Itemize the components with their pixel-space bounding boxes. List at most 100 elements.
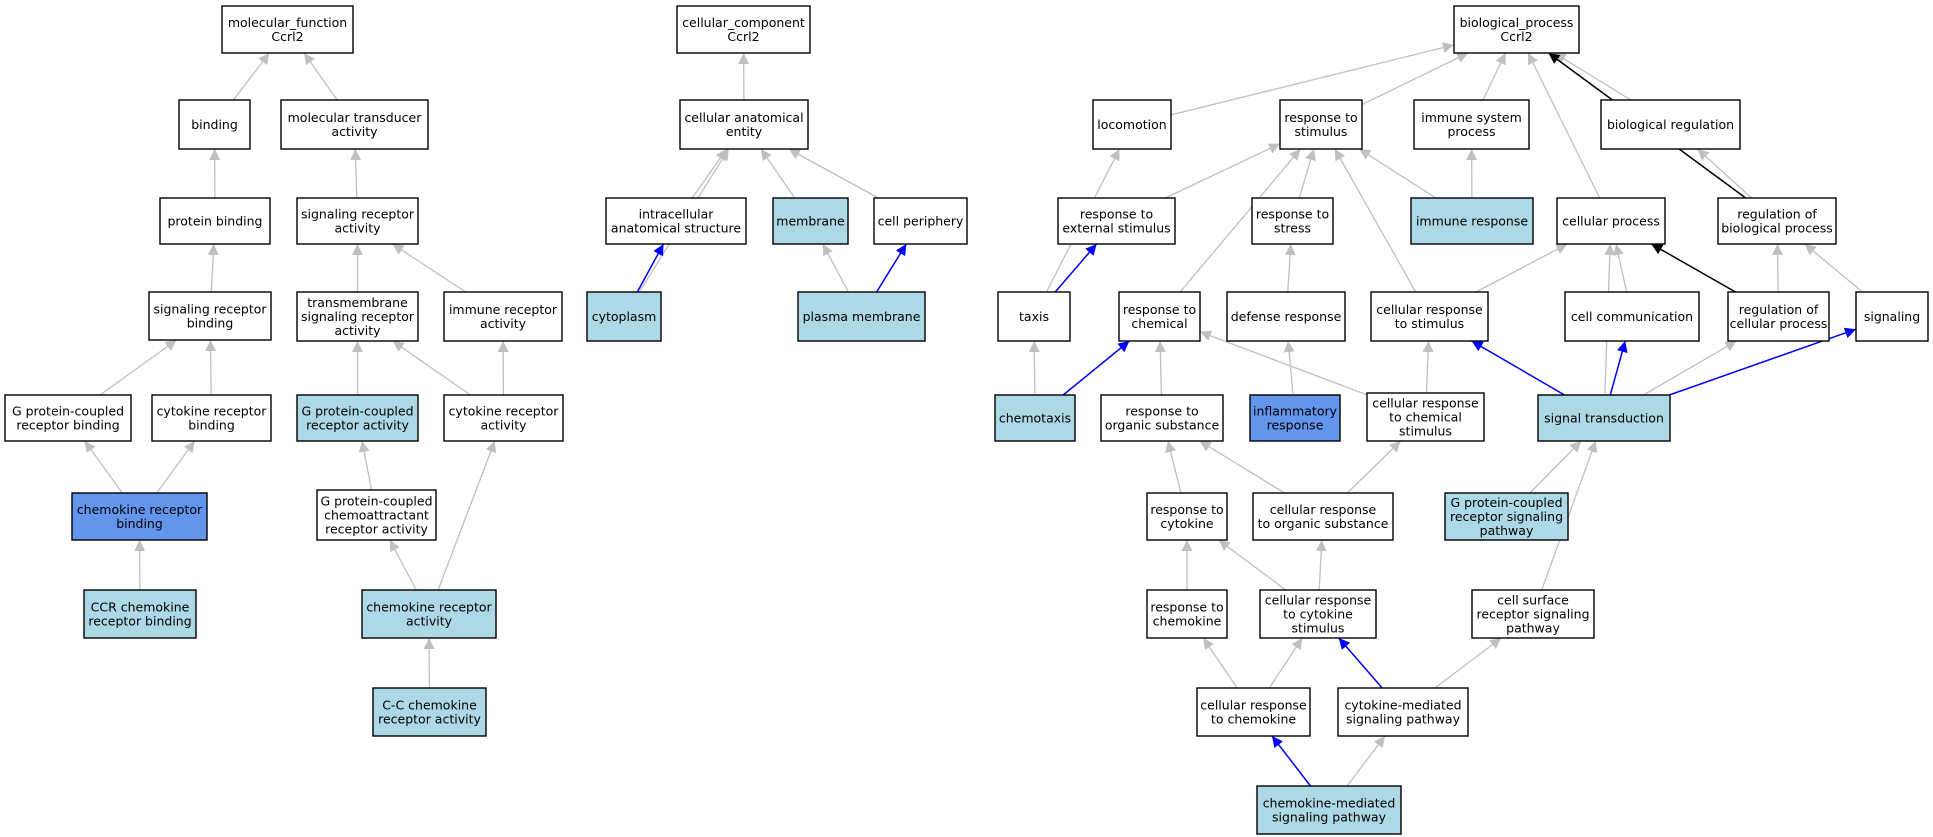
go-term-label-line: G protein-coupled — [12, 404, 124, 419]
go-term-node-ir[interactable]: immune response — [1410, 197, 1534, 245]
go-term-node-chemotaxis[interactable]: chemotaxis — [994, 394, 1076, 442]
go-term-box — [1259, 589, 1377, 639]
go-term-label-line: cellular response — [1265, 593, 1372, 608]
edge-is-a-srb-to-pb — [207, 243, 219, 293]
go-term-box — [316, 489, 437, 541]
go-term-node-gpcchemo[interactable]: G protein-coupledchemoattractantreceptor… — [316, 489, 437, 541]
go-term-node-cellp[interactable]: cellular process — [1556, 197, 1666, 245]
go-term-node-loc[interactable]: locomotion — [1092, 99, 1172, 150]
go-term-box — [1366, 392, 1485, 442]
go-term-box — [1100, 394, 1224, 442]
edge-part-of-cyto-to-ias — [636, 243, 665, 293]
go-term-label-line: locomotion — [1097, 117, 1166, 132]
edge-is-a-crs-to-cellp — [1475, 243, 1568, 293]
go-term-node-taxis[interactable]: taxis — [997, 291, 1071, 342]
go-term-label-line: plasma membrane — [803, 309, 921, 324]
edge-is-a-crchemk-to-rchemk — [1202, 637, 1238, 689]
go-term-label-line: binding — [187, 316, 234, 331]
go-term-label-line: cellular anatomical — [684, 110, 803, 125]
edge-is-a-cra-to-tmsra — [392, 340, 471, 396]
go-term-label-line: cytokine receptor — [449, 404, 560, 419]
go-term-node-cc2[interactable]: cell communication — [1564, 291, 1700, 342]
go-term-label-line: molecular_function — [228, 15, 347, 30]
go-term-node-breg[interactable]: biological regulation — [1600, 99, 1741, 150]
go-term-label-line: binding — [116, 516, 163, 531]
go-term-label-line: to chemokine — [1211, 712, 1296, 727]
go-term-box — [1600, 99, 1741, 150]
go-term-node-mem[interactable]: membrane — [772, 197, 849, 245]
go-term-node-st[interactable]: signal transduction — [1537, 394, 1671, 442]
go-term-node-sig[interactable]: signaling — [1855, 291, 1929, 342]
go-term-node-binding[interactable]: binding — [178, 99, 251, 150]
go-term-node-pb[interactable]: protein binding — [159, 197, 271, 245]
edge-is-a-mem-to-cae — [760, 148, 796, 199]
go-term-label-line: pathway — [1506, 621, 1560, 636]
go-term-label-line: entity — [726, 124, 763, 139]
go-term-box — [1226, 291, 1346, 342]
edge-part-of-chemotaxis-to-rchem — [1062, 340, 1130, 396]
go-term-label-line: signaling receptor — [301, 309, 415, 324]
go-term-label-line: cell periphery — [878, 214, 964, 229]
go-term-label-line: molecular transducer — [288, 110, 423, 125]
edge-is-a-cellp-to-bp — [1527, 52, 1601, 199]
go-term-box — [1855, 291, 1929, 342]
go-term-node-def[interactable]: defense response — [1226, 291, 1346, 342]
go-term-label-line: response to — [1284, 110, 1357, 125]
go-term-node-cp[interactable]: cell periphery — [873, 197, 968, 245]
go-term-node-cyto[interactable]: cytoplasm — [586, 291, 662, 342]
go-term-label-line: cell communication — [1571, 309, 1693, 324]
go-term-node-pm[interactable]: plasma membrane — [797, 291, 926, 342]
go-term-label-line: chemokine — [1153, 614, 1222, 629]
edge-is-a-gpcchemo-to-gpcra — [358, 440, 373, 491]
edge-part-of-taxis-to-res — [1054, 243, 1098, 293]
edge-is-a-crs-to-rts — [1334, 148, 1417, 293]
go-term-label-line: CCR chemokine — [91, 600, 190, 615]
go-term-label-line: signaling pathway — [1346, 712, 1461, 727]
edge-is-a-sig-to-rbp — [1804, 243, 1863, 293]
go-term-box — [679, 99, 809, 150]
go-term-box — [1537, 394, 1671, 442]
edge-is-a-crcyt-to-cros — [1315, 539, 1327, 591]
go-term-label-line: immune system — [1421, 110, 1522, 125]
go-term-box — [296, 197, 419, 245]
